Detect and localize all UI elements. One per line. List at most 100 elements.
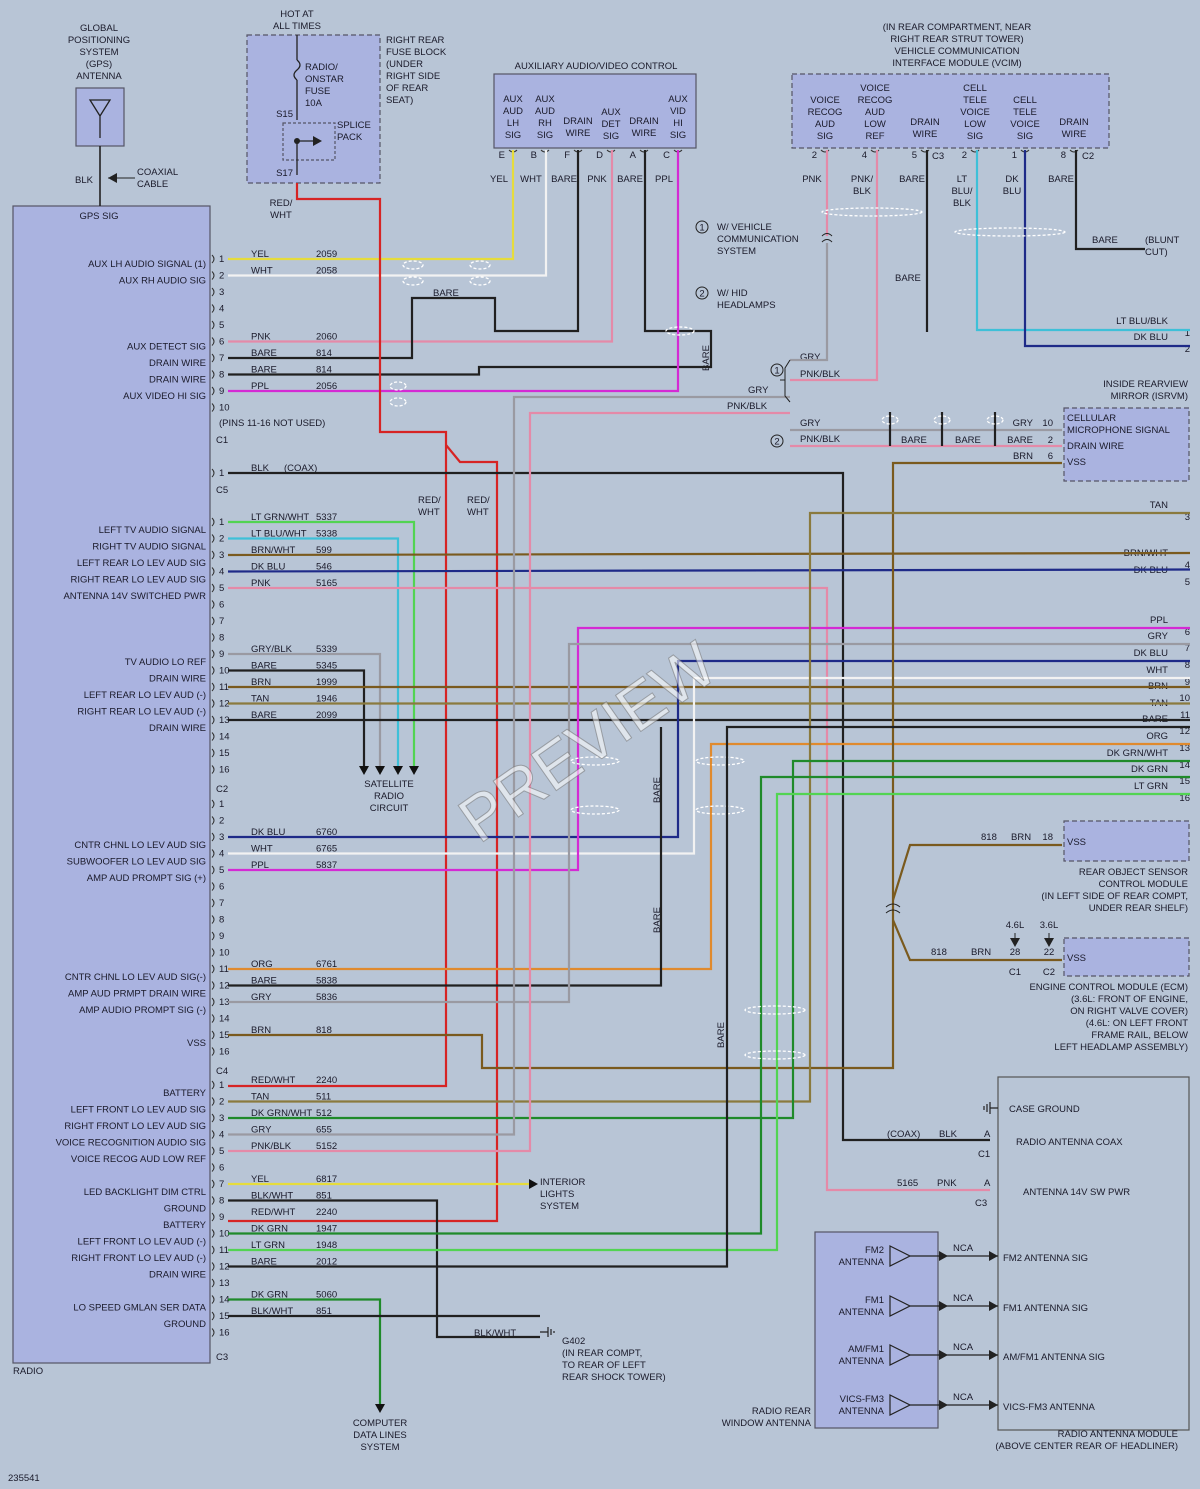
vcim-term-label: VOICE bbox=[810, 95, 840, 106]
vcim-pin: 2 bbox=[962, 150, 967, 161]
pin-terminal bbox=[211, 583, 215, 593]
antenna-amplifier-icon bbox=[889, 1394, 912, 1416]
gps-cable-label: CABLE bbox=[137, 179, 168, 190]
vcim-term-label: SIG bbox=[967, 131, 983, 142]
wire-circuit-label: 1946 bbox=[316, 694, 337, 705]
antenna-arrow bbox=[989, 1350, 998, 1360]
wire-blk-wht-851 bbox=[228, 1199, 540, 1339]
wire-color-label: DK GRN bbox=[251, 1224, 288, 1235]
wire-color-label: BLK/WHT bbox=[251, 1306, 293, 1317]
shield-marker bbox=[402, 260, 424, 270]
vcim-term-label: VOICE bbox=[860, 83, 890, 94]
radio-signal-label: AUX DETECT SIG bbox=[127, 342, 206, 353]
pin-number: 3 bbox=[219, 1113, 224, 1124]
mirror-wire-color: GRY bbox=[1013, 418, 1034, 429]
pin-number: 8 bbox=[219, 370, 224, 381]
antenna-element-label: ANTENNA bbox=[839, 1307, 885, 1318]
pin-terminal bbox=[211, 649, 215, 659]
pin-number: 11 bbox=[219, 1245, 229, 1256]
wire-color-label: PPL bbox=[251, 860, 269, 871]
harness-wire-color: DK GRN/WHT bbox=[1107, 748, 1168, 759]
satellite-arrow bbox=[375, 766, 385, 775]
pin-terminal bbox=[211, 898, 215, 908]
wire-brn-ecm bbox=[891, 919, 1062, 962]
pin-terminal bbox=[211, 765, 215, 774]
radio-signal-label: LED BACKLIGHT DIM CTRL bbox=[84, 1187, 206, 1198]
interior-lights-label: SYSTEM bbox=[540, 1201, 579, 1212]
wire-brn-mirror bbox=[891, 461, 1062, 900]
aux-av-term-label: AUX bbox=[535, 94, 555, 105]
aux-av-wire-color: YEL bbox=[490, 174, 508, 185]
pin-number: 5 bbox=[219, 1146, 224, 1157]
pin-terminal bbox=[211, 715, 215, 725]
splice-arrow bbox=[313, 136, 322, 146]
note-marker bbox=[695, 220, 709, 234]
pin-number: 13 bbox=[219, 715, 230, 726]
radio-signal-label: DRAIN WIRE bbox=[149, 674, 206, 685]
wire-circuit-label: 511 bbox=[316, 1092, 331, 1103]
vcim-wire-color: BLK bbox=[853, 186, 872, 197]
pin-terminal bbox=[211, 254, 215, 264]
pin-terminal bbox=[211, 682, 215, 692]
pin-number: 1 bbox=[219, 799, 224, 810]
harness-wire-number: 13 bbox=[1179, 743, 1190, 754]
wire-circuit-label: 2059 bbox=[316, 249, 337, 260]
pin-number: 8 bbox=[219, 633, 224, 644]
blunt-wire-color: BARE bbox=[1092, 235, 1118, 246]
computer-data-arrow bbox=[375, 1404, 385, 1413]
radio-name: RADIO bbox=[13, 1366, 43, 1377]
pin-terminal bbox=[970, 149, 980, 153]
shield-marker bbox=[469, 276, 491, 286]
wire-blk-coax bbox=[228, 471, 990, 1142]
shield-marker bbox=[821, 207, 923, 217]
aux-av-term-label: RH bbox=[538, 118, 552, 129]
radio-signal-label: DRAIN WIRE bbox=[149, 375, 206, 386]
radio-signal-label: GROUND bbox=[164, 1319, 206, 1330]
pin-terminal bbox=[211, 1113, 215, 1123]
bare-label-vertical: BARE bbox=[652, 907, 663, 933]
radio-signal-label: VSS bbox=[187, 1038, 206, 1049]
antenna-coax-wire: (COAX) bbox=[887, 1129, 920, 1140]
antenna-pin-a: A bbox=[984, 1178, 991, 1189]
wire-color-label: TAN bbox=[251, 1092, 269, 1103]
vcim-term-label: DRAIN bbox=[1059, 117, 1089, 128]
wire-color-label: BRN bbox=[251, 677, 271, 688]
fuse-label: RADIO/ bbox=[305, 62, 338, 73]
pin-number: 4 bbox=[219, 567, 224, 578]
fuse-label: FUSE bbox=[305, 86, 330, 97]
wire-color-label: RED/WHT bbox=[251, 1207, 296, 1218]
pin-number: 7 bbox=[219, 616, 224, 627]
pin-terminal bbox=[211, 320, 215, 330]
wire-ltblu-blk-vcim bbox=[975, 150, 1190, 332]
antenna-arrow bbox=[939, 1251, 948, 1261]
nca-label: NCA bbox=[953, 1293, 974, 1304]
ecm-conn: C1 bbox=[1009, 967, 1021, 978]
harness-wire-number: 2 bbox=[1185, 344, 1190, 355]
wire-red-wht-battery bbox=[228, 183, 448, 1088]
gps-wire-color: BLK bbox=[75, 175, 94, 186]
pin-number: 9 bbox=[219, 931, 224, 942]
pin-number: 15 bbox=[219, 748, 230, 759]
wire-color-label: LT GRN/WHT bbox=[251, 512, 309, 523]
wire-color-label: TAN bbox=[251, 694, 269, 705]
red-wht-label: RED/ bbox=[418, 495, 441, 506]
pin-terminal bbox=[211, 633, 215, 642]
antenna-signal-label: FM1 ANTENNA SIG bbox=[1003, 1303, 1088, 1314]
note-number: 2 bbox=[699, 289, 704, 300]
ecm-wire-color: BRN bbox=[971, 947, 991, 958]
wire-brn-ros bbox=[891, 843, 1062, 901]
aux-av-pin: B bbox=[531, 150, 537, 161]
wire-red-wht-battery-2 bbox=[228, 444, 499, 1223]
wire-dkblu-546 bbox=[227, 568, 1191, 573]
pin-terminal bbox=[211, 1212, 215, 1222]
note-number: 2 bbox=[774, 437, 779, 448]
mirror-title: MIRROR (ISRVM) bbox=[1111, 391, 1188, 402]
pin-terminal bbox=[211, 1278, 215, 1288]
note-marker bbox=[770, 434, 784, 448]
vcim-term-label: REF bbox=[866, 131, 885, 142]
vcim-conn-c3: C3 bbox=[932, 151, 944, 162]
radio-signal-label: LEFT REAR LO LEV AUD (-) bbox=[84, 690, 206, 701]
hot-at-all-times: ALL TIMES bbox=[273, 21, 321, 32]
vcim-term-label: TELE bbox=[963, 95, 987, 106]
fuse-wire-color: WHT bbox=[270, 210, 292, 221]
